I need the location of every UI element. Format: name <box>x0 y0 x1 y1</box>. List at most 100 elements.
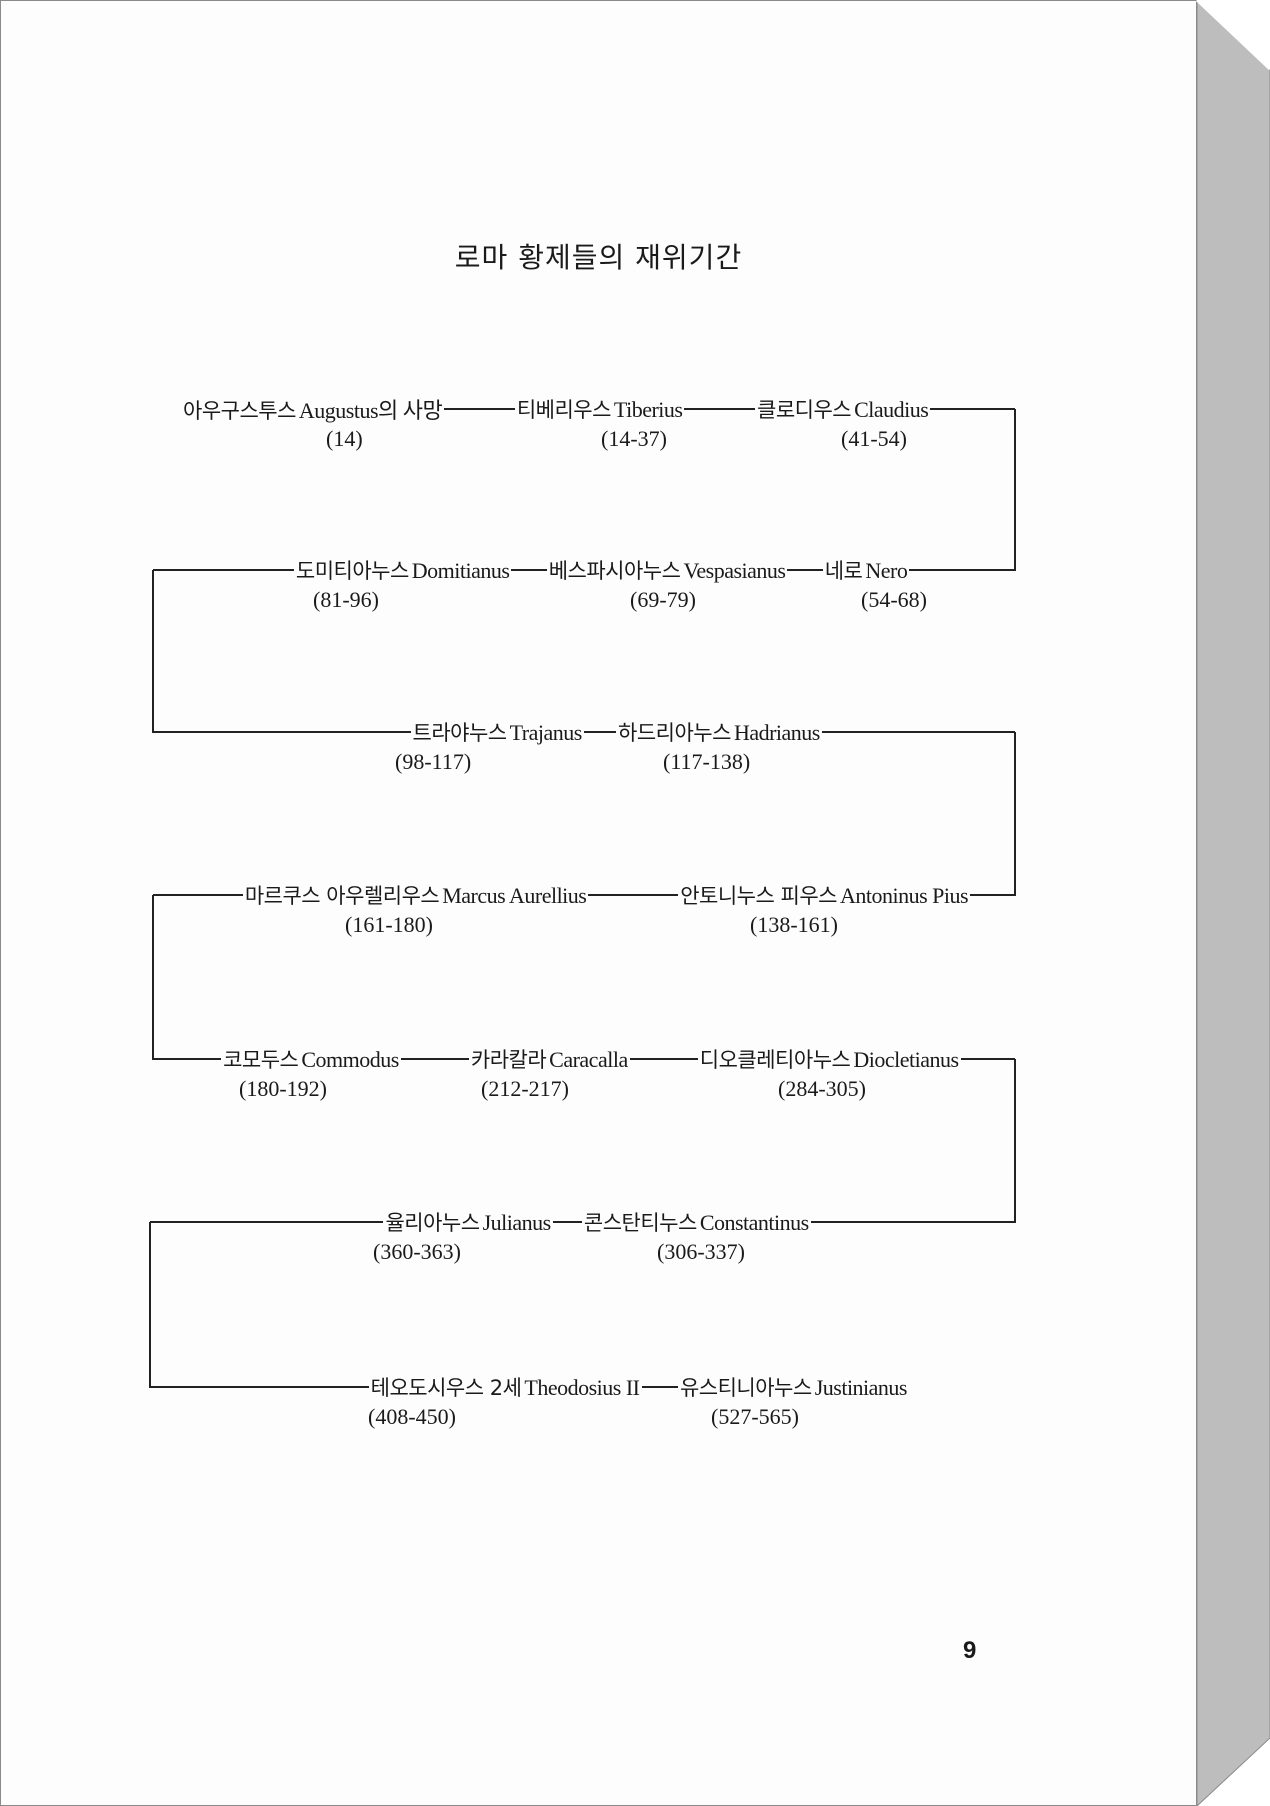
emperor-name-korean: 안토니누스 피우스 <box>680 884 837 908</box>
succession-line <box>400 1058 469 1060</box>
emperor-name-korean: 티베리우스 <box>516 398 612 422</box>
emperor-name-latin: Claudius <box>854 397 929 422</box>
emperor-name-latin: Vespasianus <box>683 558 786 583</box>
succession-line <box>960 1058 1015 1060</box>
reign-period: (408-450) <box>368 1404 456 1429</box>
reign-period: (284-305) <box>778 1076 866 1101</box>
emperor-name-latin: Augustus의 사망 <box>298 398 443 423</box>
emperor-name-korean: 하드리아누스 <box>618 721 731 745</box>
emperor-name-korean: 유스티니아누스 <box>679 1376 812 1400</box>
reign-period: (360-363) <box>373 1239 461 1264</box>
succession-line <box>153 569 294 571</box>
reign-period: (180-192) <box>239 1076 327 1101</box>
succession-line <box>588 894 679 896</box>
reign-period: (14) <box>326 426 363 451</box>
emperor-name-korean: 율리아누스 <box>385 1211 480 1235</box>
page-number: 9 <box>963 1637 977 1664</box>
reign-period: (81-96) <box>313 587 379 612</box>
succession-line <box>684 408 756 410</box>
reign-period: (161-180) <box>345 912 433 937</box>
succession-line <box>787 569 823 571</box>
emperor-name-latin: Nero <box>865 558 908 583</box>
reign-period: (98-117) <box>395 749 472 774</box>
reign-period: (54-68) <box>861 587 927 612</box>
emperor-name-latin: Hadrianus <box>733 720 820 745</box>
emperor-name-korean: 아우구스투스 <box>183 399 296 423</box>
emperor-name-latin: Domitianus <box>411 558 510 583</box>
emperor-name-korean: 마르쿠스 아우렐리우스 <box>244 884 440 908</box>
emperor-name-korean: 테오도시우스 2세 <box>370 1376 522 1400</box>
succession-line <box>153 1058 222 1060</box>
succession-line <box>552 1221 582 1223</box>
reign-period: (306-337) <box>657 1239 745 1264</box>
succession-line <box>150 1221 384 1223</box>
succession-line <box>821 731 1015 733</box>
succession-line <box>970 894 1015 896</box>
succession-line <box>930 408 1016 410</box>
emperor-name-korean: 클로디우스 <box>757 398 852 422</box>
emperor-name-korean: 코모두스 <box>223 1048 299 1072</box>
reign-period: (527-565) <box>711 1404 799 1429</box>
emperor-name-latin: Diocletianus <box>853 1047 959 1072</box>
succession-line <box>153 894 243 896</box>
page-title: 로마 황제들의 재위기간 <box>454 241 743 274</box>
succession-line <box>511 569 547 571</box>
succession-line <box>641 1386 678 1388</box>
emperor-name-korean: 베스파시아누스 <box>548 559 681 583</box>
reign-period: (117-138) <box>663 749 751 774</box>
succession-line <box>583 731 617 733</box>
emperor-name-latin: Marcus Aurellius <box>442 883 587 908</box>
succession-line <box>153 731 411 733</box>
emperor-name-latin: Theodosius II <box>524 1375 640 1400</box>
emperor-name-korean: 도미티아누스 <box>295 559 409 583</box>
emperor-name-latin: Tiberius <box>613 397 683 422</box>
reign-period: (69-79) <box>630 587 696 612</box>
reign-period: (14-37) <box>601 426 667 451</box>
emperor-name-korean: 카라칼라 <box>470 1048 547 1072</box>
emperor-name-latin: Antoninus Pius <box>839 883 969 908</box>
emperor-name-korean: 콘스탄티누스 <box>583 1211 697 1235</box>
connector-lines <box>149 409 1016 1388</box>
succession-line <box>909 569 1015 571</box>
emperor-name-latin: Commodus <box>301 1047 399 1072</box>
reign-period: (41-54) <box>841 426 907 451</box>
succession-line <box>444 408 515 410</box>
succession-line <box>629 1058 698 1060</box>
emperor-name-latin: Justinianus <box>814 1375 908 1400</box>
book-page <box>0 0 1197 1806</box>
reign-period: (212-217) <box>481 1076 569 1101</box>
emperor-name-korean: 트라야누스 <box>412 721 508 745</box>
succession-line <box>150 1386 369 1388</box>
emperor-name-latin: Julianus <box>482 1210 552 1235</box>
emperor-name-latin: Caracalla <box>549 1047 628 1072</box>
reign-period: (138-161) <box>750 912 838 937</box>
emperor-name-korean: 네로 <box>824 559 863 583</box>
emperor-name-latin: Constantinus <box>699 1210 809 1235</box>
succession-line <box>810 1221 1015 1223</box>
